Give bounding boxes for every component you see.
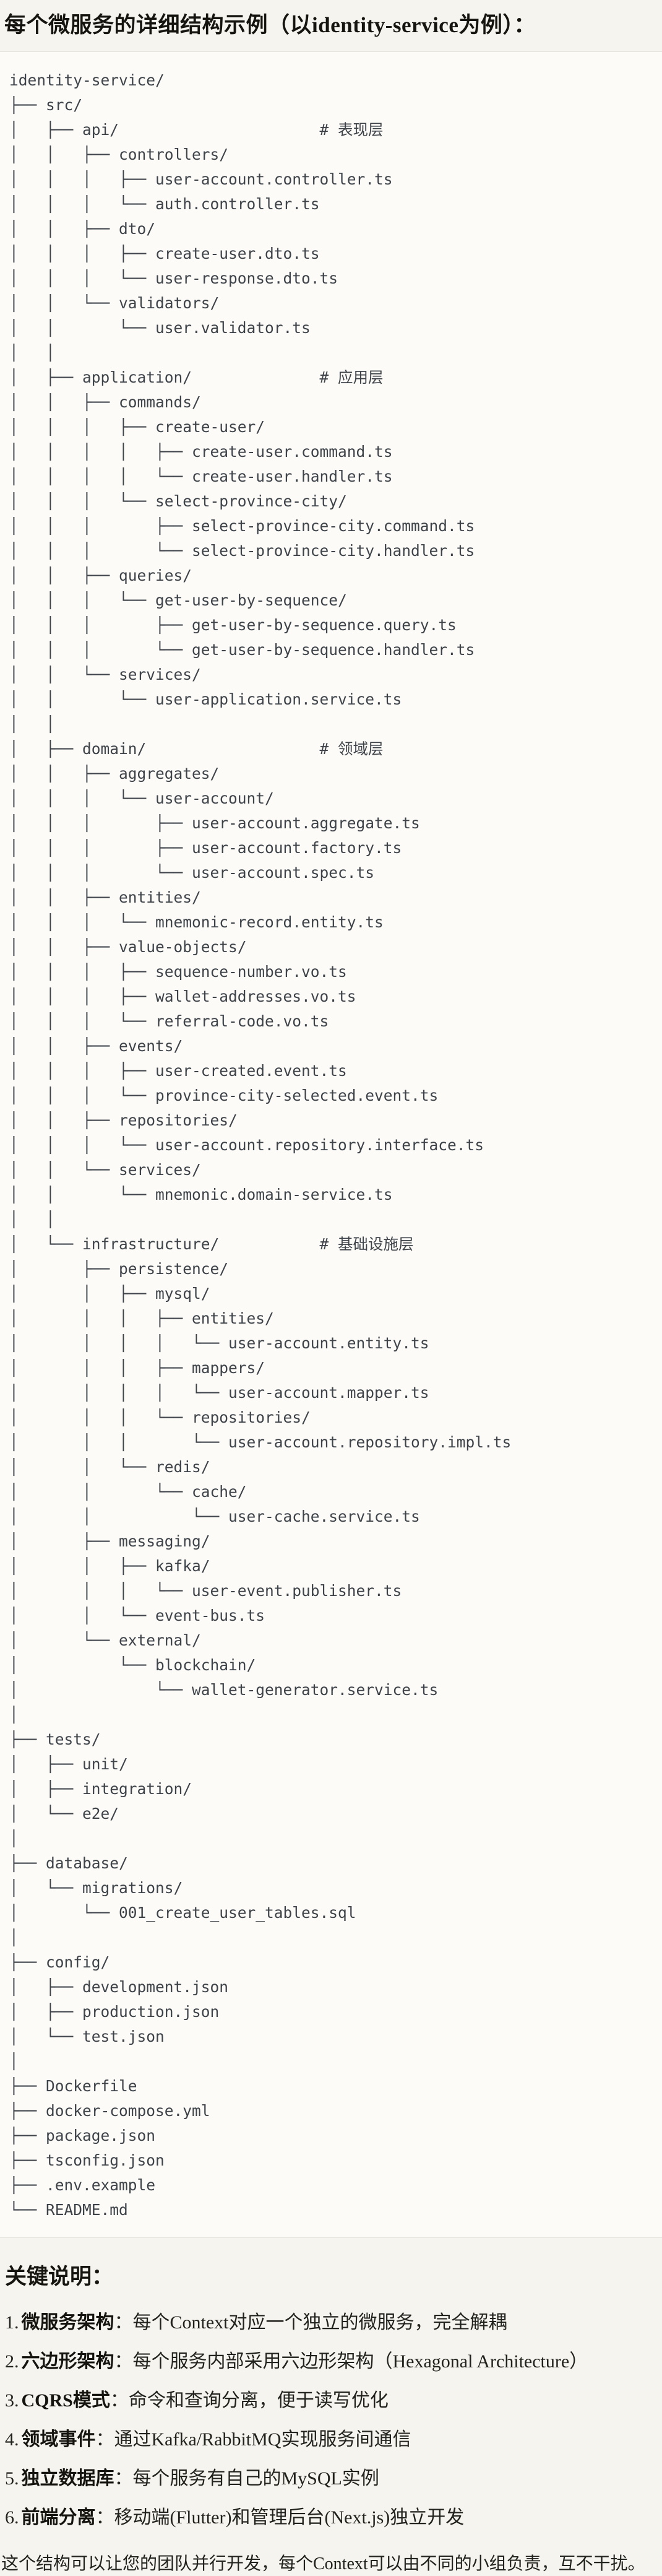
note-item-independent-db: 5.独立数据库：每个服务有自己的MySQL实例 [5, 2466, 662, 2491]
note-item-frontend-separation: 6.前端分离：移动端(Flutter)和管理后台(Next.js)独立开发 [5, 2505, 662, 2530]
note-text: ：通过Kafka/RabbitMQ实现服务间通信 [95, 2429, 411, 2450]
note-text: ：命令和查询分离，便于读写优化 [110, 2390, 389, 2411]
note-label: 微服务架构 [21, 2312, 114, 2333]
note-text: ：每个服务内部采用六边形架构（Hexagonal Architecture） [114, 2351, 588, 2372]
directory-tree-code-block: identity-service/ ├── src/ │ ├── api/ # … [0, 51, 662, 2238]
note-label: CQRS模式 [21, 2390, 110, 2411]
note-label: 领域事件 [21, 2429, 96, 2450]
note-number: 2. [5, 2351, 19, 2372]
closing-paragraph: 这个结构可以让您的团队并行开发，每个Context可以由不同的小组负责，互不干扰… [1, 2554, 645, 2574]
note-number: 6. [5, 2507, 19, 2528]
note-number: 5. [5, 2468, 19, 2489]
note-number: 1. [5, 2312, 19, 2333]
note-text: ：移动端(Flutter)和管理后台(Next.js)独立开发 [95, 2507, 465, 2528]
note-text: ：每个服务有自己的MySQL实例 [114, 2468, 379, 2489]
note-item-cqrs: 3.CQRS模式：命令和查询分离，便于读写优化 [5, 2388, 662, 2413]
notes-heading: 关键说明： [5, 2265, 114, 2289]
note-number: 4. [5, 2429, 19, 2450]
note-item-microservices: 1.微服务架构：每个Context对应一个独立的微服务，完全解耦 [5, 2310, 662, 2335]
note-item-domain-events: 4.领域事件：通过Kafka/RabbitMQ实现服务间通信 [5, 2427, 662, 2452]
key-notes-section: 关键说明： 1.微服务架构：每个Context对应一个独立的微服务，完全解耦 2… [0, 2259, 662, 2576]
page-title: 每个微服务的详细结构示例（以identity-service为例）： [4, 13, 536, 37]
note-label: 前端分离 [21, 2507, 96, 2528]
note-label: 独立数据库 [21, 2468, 114, 2489]
note-number: 3. [5, 2390, 19, 2411]
note-label: 六边形架构 [21, 2351, 114, 2372]
note-item-hexagonal: 2.六边形架构：每个服务内部采用六边形架构（Hexagonal Architec… [5, 2349, 662, 2374]
note-text: ：每个Context对应一个独立的微服务，完全解耦 [114, 2312, 507, 2333]
